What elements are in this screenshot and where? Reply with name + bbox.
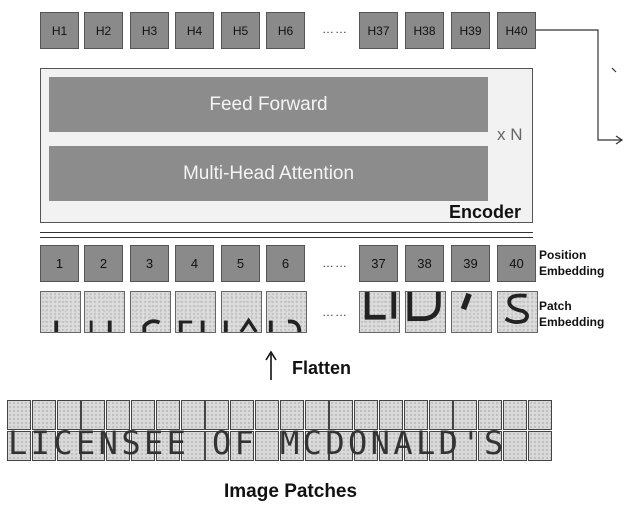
hidden-state-h37: H37 xyxy=(359,12,398,49)
patch-4 xyxy=(175,291,216,333)
flatten-arrow xyxy=(265,350,277,380)
image-patch-cell xyxy=(7,400,31,430)
hidden-state-h1: H1 xyxy=(40,12,79,49)
patch-1 xyxy=(40,291,81,333)
image-patch-cell xyxy=(155,431,180,461)
image-patch-cell xyxy=(403,431,428,461)
patch-5 xyxy=(221,291,262,333)
image-patch-cell xyxy=(81,400,106,430)
image-patch-cell xyxy=(379,400,403,430)
image-patch-cell xyxy=(453,431,478,461)
position-3: 3 xyxy=(130,245,169,282)
hidden-state-h39: H39 xyxy=(451,12,490,49)
position-label-line1: Position xyxy=(539,248,587,262)
position-label-line2: Embedding xyxy=(539,264,605,278)
image-patch-cell xyxy=(329,400,354,430)
image-patch-cell xyxy=(230,431,255,461)
hidden-state-h3: H3 xyxy=(130,12,169,49)
image-patch-cell xyxy=(478,431,503,461)
image-patch-cell xyxy=(205,431,230,461)
image-patch-cell xyxy=(255,400,279,430)
image-patch-cell xyxy=(428,400,453,430)
position-5: 5 xyxy=(221,245,260,282)
patch-label-line1: Patch xyxy=(539,299,572,313)
encoder-label: Encoder xyxy=(449,202,522,222)
image-patch-cell xyxy=(205,400,230,430)
hidden-state-h5: H5 xyxy=(221,12,260,49)
patch-embedding-label: Patch Embedding xyxy=(539,298,604,330)
position-40: 40 xyxy=(497,245,536,282)
image-text: LICENSEE OF MCDONALD'S xyxy=(8,424,507,462)
patch-40 xyxy=(497,291,538,333)
patch-label-line2: Embedding xyxy=(539,315,605,329)
patch-ellipsis: …… xyxy=(322,305,348,319)
position-4: 4 xyxy=(175,245,214,282)
flatten-label: Flatten xyxy=(292,358,352,378)
image-patch-cell xyxy=(329,431,354,461)
encoder-repeat-label: x N xyxy=(497,125,523,144)
image-patch-cell xyxy=(354,431,379,461)
image-patch-cell xyxy=(81,431,106,461)
image-patch-cell xyxy=(527,400,552,430)
hidden-state-h2: H2 xyxy=(84,12,123,49)
image-patch-cell xyxy=(131,400,155,430)
image-patch-cell xyxy=(403,400,428,430)
image-patch-cell xyxy=(304,431,329,461)
multi-head-attention-layer: Multi-Head Attention xyxy=(49,146,488,201)
patch-38 xyxy=(405,291,446,333)
separator-line-bottom xyxy=(40,237,533,238)
output-arrow xyxy=(536,29,624,145)
image-patch-cell xyxy=(106,431,131,461)
image-patch-cell xyxy=(503,400,527,430)
image-patch-cell xyxy=(7,431,31,461)
image-patch-cell xyxy=(453,400,478,430)
image-patch-cell xyxy=(428,431,453,461)
image-patch-cell xyxy=(180,431,205,461)
patch-37 xyxy=(359,291,400,333)
image-patch-cell xyxy=(106,400,131,430)
hidden-state-h4: H4 xyxy=(175,12,214,49)
image-patch-cell xyxy=(255,431,279,461)
image-patch-cell xyxy=(56,431,81,461)
hidden-state-ellipsis: …… xyxy=(322,22,348,36)
feed-forward-layer: Feed Forward xyxy=(49,77,488,132)
hidden-state-h38: H38 xyxy=(405,12,444,49)
image-patch-cell xyxy=(155,400,180,430)
image-patch-cell xyxy=(131,431,155,461)
patch-6 xyxy=(266,291,307,333)
image-patch-cell xyxy=(503,431,527,461)
position-ellipsis: …… xyxy=(322,256,348,270)
image-patch-grid xyxy=(7,400,553,462)
image-patch-cell xyxy=(180,400,205,430)
patch-3 xyxy=(130,291,171,333)
position-38: 38 xyxy=(405,245,444,282)
patch-2 xyxy=(84,291,125,333)
image-patch-cell xyxy=(31,400,56,430)
image-patch-cell xyxy=(56,400,81,430)
image-patch-cell xyxy=(279,400,304,430)
position-2: 2 xyxy=(84,245,123,282)
hidden-state-h6: H6 xyxy=(266,12,305,49)
image-patch-cell xyxy=(527,431,552,461)
image-patch-cell xyxy=(230,400,255,430)
image-patch-cell xyxy=(279,431,304,461)
position-37: 37 xyxy=(359,245,398,282)
image-patches-title: Image Patches xyxy=(224,481,358,502)
hidden-state-h40: H40 xyxy=(497,12,536,49)
separator-line-top xyxy=(40,232,533,233)
position-39: 39 xyxy=(451,245,490,282)
image-patch-cell xyxy=(478,400,503,430)
position-embedding-label: Position Embedding xyxy=(539,247,604,279)
image-patch-cell xyxy=(304,400,329,430)
position-1: 1 xyxy=(40,245,79,282)
image-patch-cell xyxy=(379,431,403,461)
image-patch-cell xyxy=(354,400,379,430)
patch-39 xyxy=(451,291,492,333)
image-patch-cell xyxy=(31,431,56,461)
position-6: 6 xyxy=(266,245,305,282)
